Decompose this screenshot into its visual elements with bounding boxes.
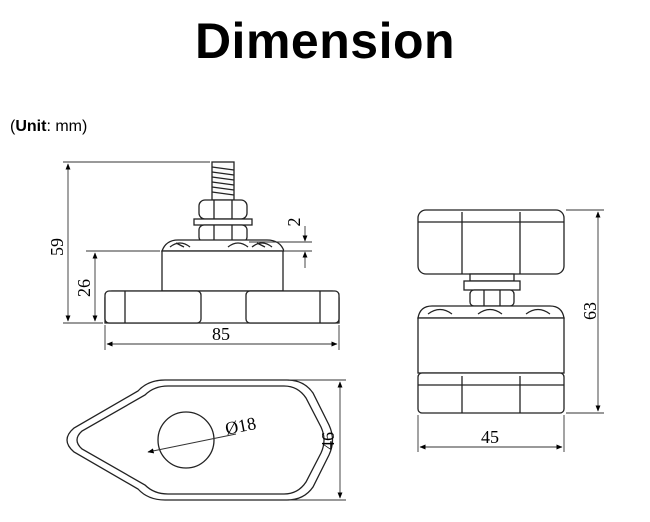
dim-top-depth: 46 xyxy=(318,432,338,450)
unit-note: (Unit: mm) xyxy=(10,118,87,136)
washer xyxy=(193,218,253,226)
front-base xyxy=(104,290,340,324)
page-title: Dimension xyxy=(194,13,456,69)
side-body xyxy=(417,317,565,374)
upper-nut xyxy=(198,199,248,220)
dim-side-height: 63 xyxy=(580,302,600,320)
side-base xyxy=(417,372,565,414)
top-view xyxy=(66,379,334,501)
dim-nut-height: 2 xyxy=(284,218,304,227)
unit-open: ( xyxy=(10,118,16,135)
unit-label: Unit xyxy=(15,118,47,135)
front-body xyxy=(161,250,284,292)
top-hole xyxy=(157,411,215,469)
side-cap xyxy=(417,209,565,275)
front-view xyxy=(104,161,340,324)
unit-value: mm xyxy=(55,118,82,135)
unit-sep: : xyxy=(46,118,51,135)
side-nuts xyxy=(463,273,521,307)
dim-base-width: 85 xyxy=(212,324,230,344)
top-dimensions xyxy=(147,379,346,501)
side-dimensions xyxy=(417,209,604,452)
dim-total-height: 59 xyxy=(47,238,67,256)
side-screw-heads xyxy=(417,305,565,319)
screw-heads xyxy=(161,239,285,252)
side-view xyxy=(417,209,565,414)
top-inner-outline xyxy=(76,385,325,495)
dim-side-width: 45 xyxy=(481,427,499,447)
threaded-stud xyxy=(211,161,235,201)
dim-base-height: 26 xyxy=(74,279,94,297)
unit-close: ) xyxy=(82,118,88,135)
front-dimensions xyxy=(63,161,340,350)
